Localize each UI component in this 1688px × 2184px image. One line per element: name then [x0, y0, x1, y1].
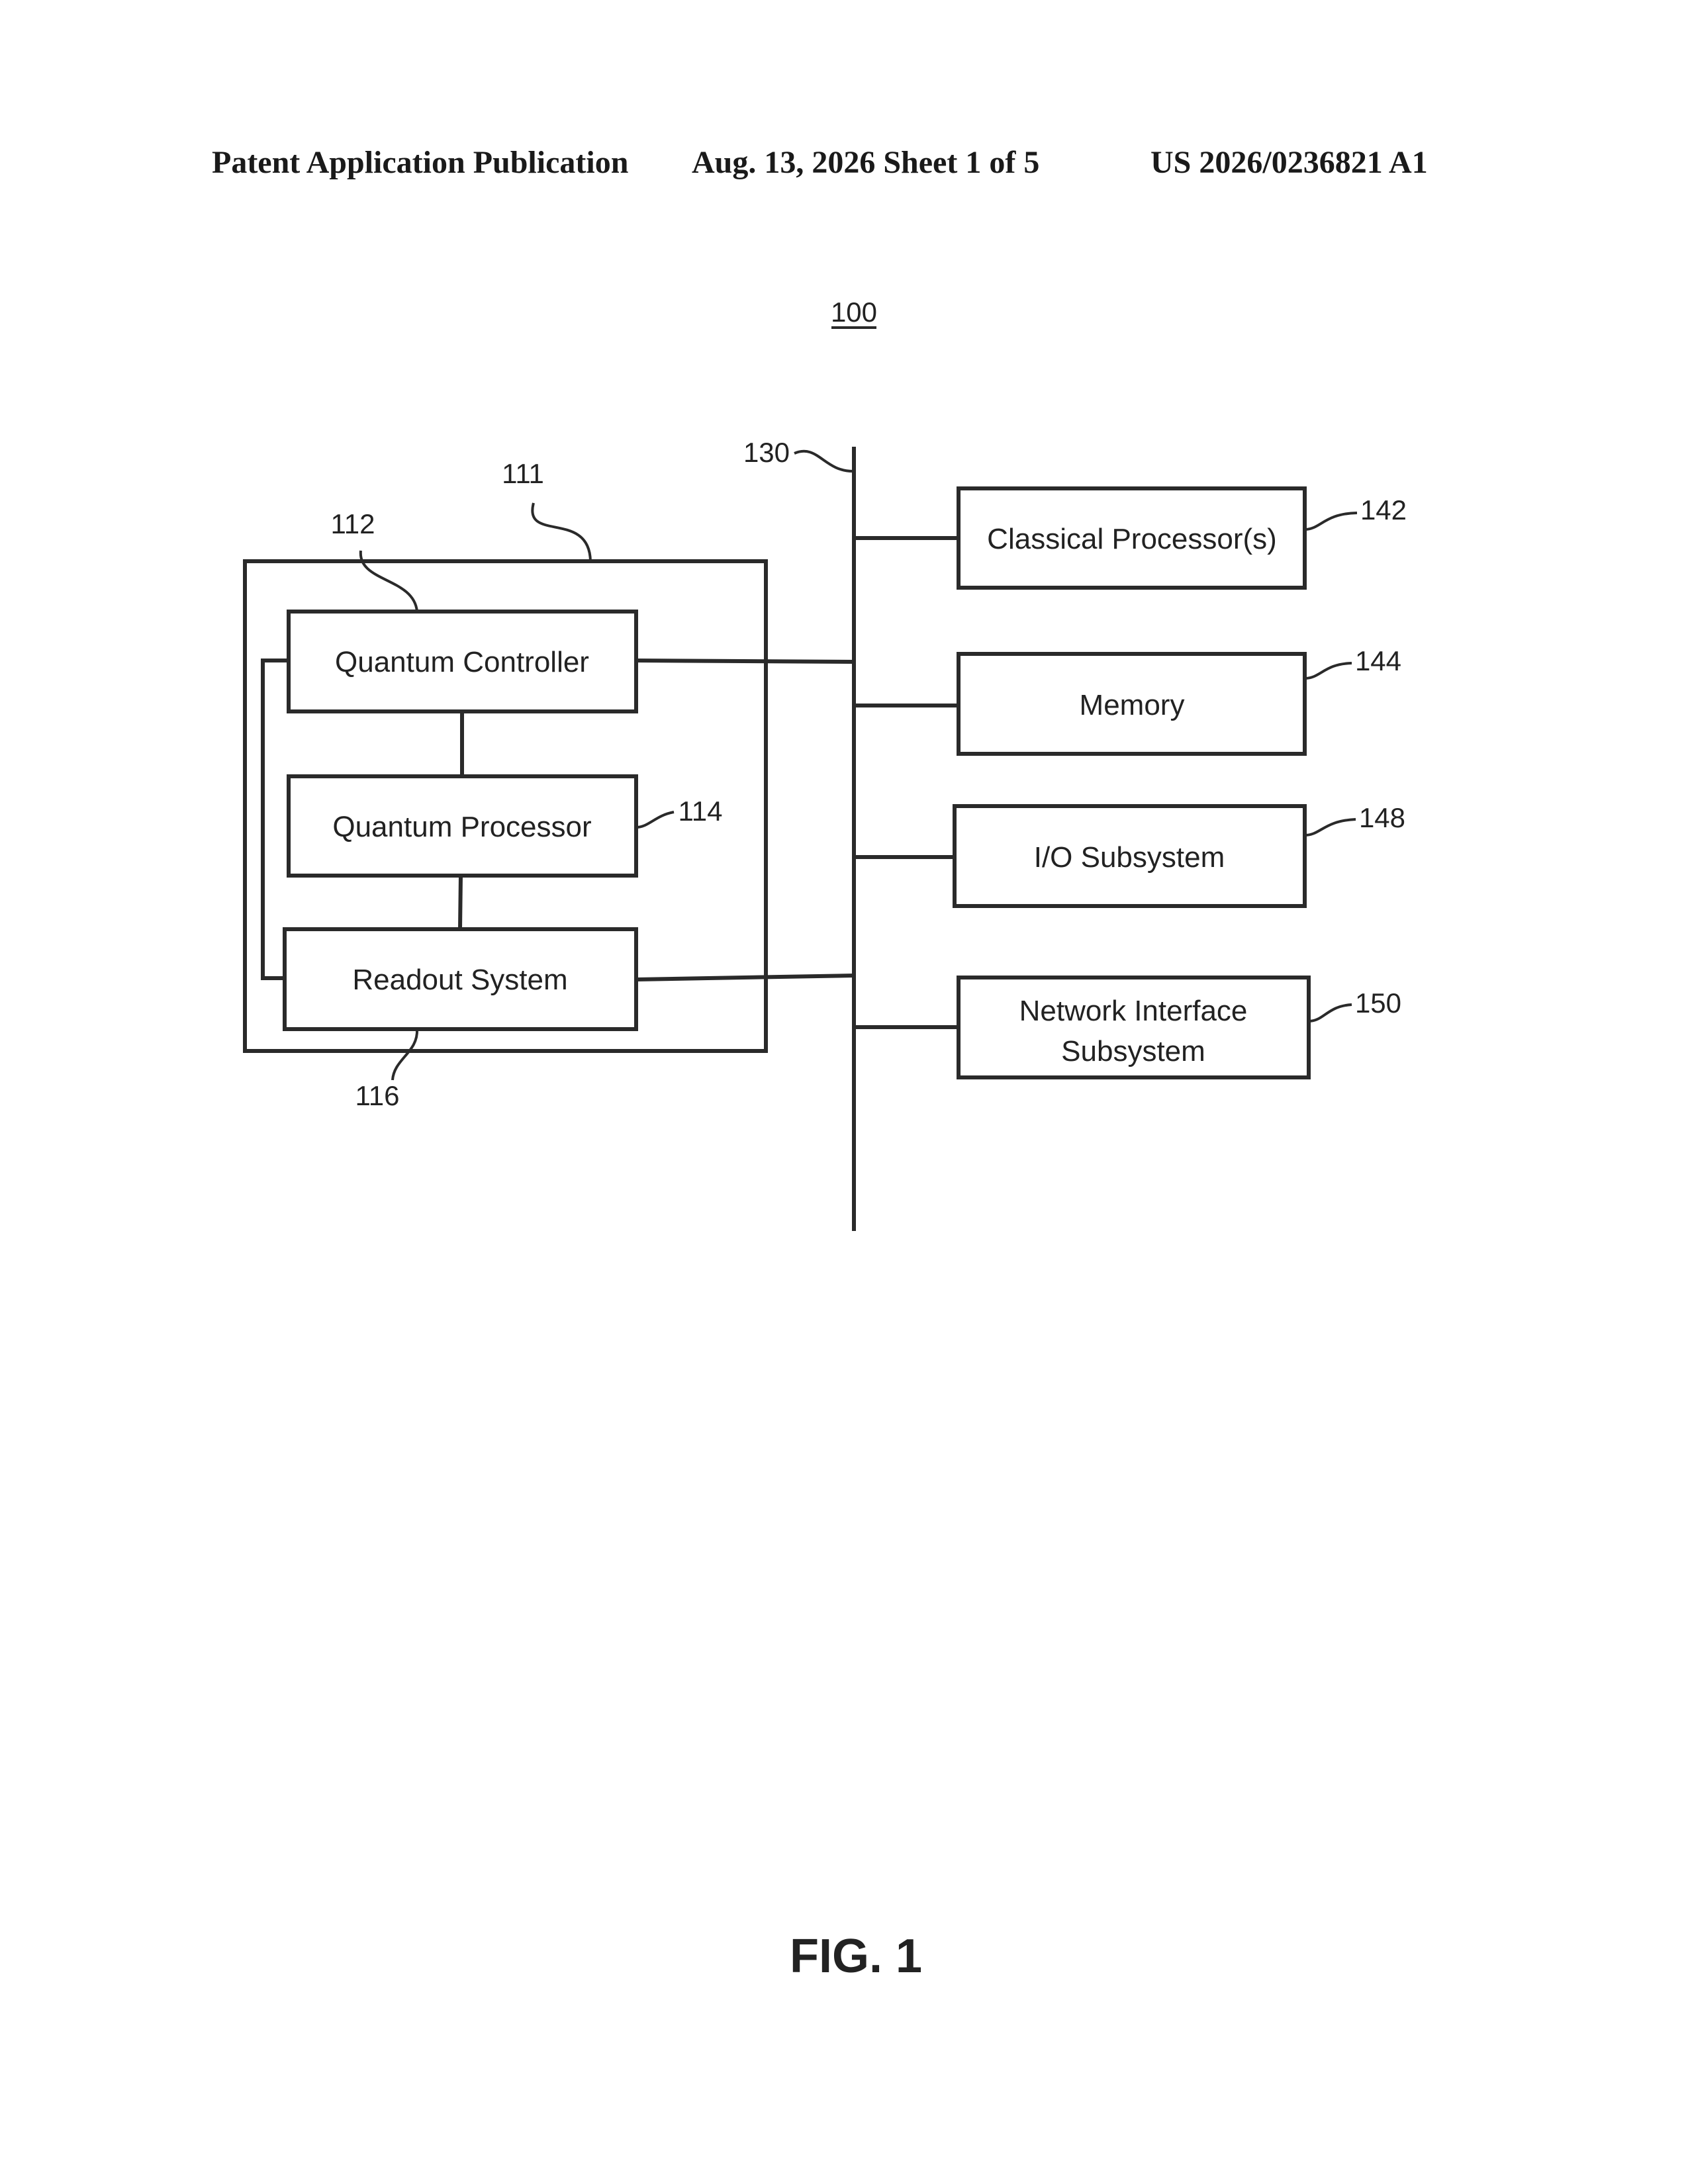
quantum-group-leader	[532, 503, 590, 561]
readout-system-ref-label: 116	[355, 1080, 400, 1111]
system-bus-leader	[794, 451, 853, 471]
classical-processors-ref-label: 142	[1360, 494, 1407, 525]
quantum-processor-ref-label: 114	[679, 796, 723, 827]
network-interface-label-line1: Network Interface	[1019, 995, 1248, 1027]
io-subsystem-ref-label: 148	[1359, 802, 1405, 833]
network-interface-leader	[1309, 1005, 1352, 1021]
quantum-group-ref-label: 111	[502, 458, 544, 489]
quantum-processor-label: Quantum Processor	[332, 811, 591, 843]
controller-bus-link	[636, 660, 854, 662]
io-subsystem-label: I/O Subsystem	[1034, 841, 1225, 874]
quantum-controller-ref-label: 112	[331, 508, 375, 539]
system-bus-ref-label: 130	[743, 437, 790, 468]
readout-system-label: Readout System	[352, 964, 567, 996]
classical-processors-leader	[1305, 513, 1357, 529]
network-interface-ref-label: 150	[1355, 987, 1401, 1019]
network-interface-label-line2: Subsystem	[1061, 1035, 1205, 1068]
system-ref-label: 100	[831, 296, 877, 328]
classical-processors-label: Classical Processor(s)	[987, 523, 1277, 555]
io-subsystem-leader	[1305, 819, 1356, 835]
memory-leader	[1305, 663, 1352, 678]
quantum-controller-label: Quantum Controller	[335, 646, 589, 678]
figure-caption: FIG. 1	[790, 1930, 922, 1983]
memory-label: Memory	[1080, 689, 1185, 721]
memory-ref-label: 144	[1355, 645, 1401, 676]
processor-readout-link	[460, 876, 461, 929]
